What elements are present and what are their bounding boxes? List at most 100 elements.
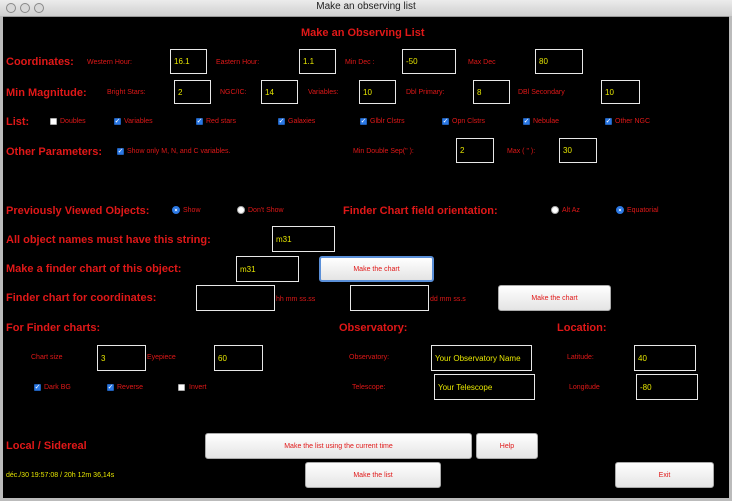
make-list-button[interactable]: Make the list [305, 462, 441, 488]
bright-stars-input[interactable]: 2 [174, 80, 211, 104]
galaxies-checkbox[interactable] [278, 118, 285, 125]
local-sidereal-label: Local / Sidereal [6, 440, 87, 452]
window-edge-right [729, 16, 732, 501]
only-mnc-checkbox[interactable] [117, 148, 124, 155]
finder-dec-input[interactable] [350, 285, 429, 311]
finder-object-label: Make a finder chart of this object: [6, 263, 182, 275]
ra-format-hint: hh mm ss.ss [276, 296, 316, 303]
invert-checkbox[interactable] [178, 384, 185, 391]
equatorial-label: Equatorial [627, 207, 659, 214]
max-dec-label: Max Dec [468, 59, 496, 66]
max-sep-label: Max ( " ): [507, 148, 536, 155]
zoom-window-icon[interactable] [34, 3, 44, 13]
make-chart-object-button[interactable]: Make the chart [319, 256, 434, 282]
observatory-name-label: Observatory: [349, 354, 390, 361]
show-viewed-radio[interactable] [172, 206, 180, 214]
page-title: Make an Observing List [301, 27, 425, 39]
nebulae-checkbox[interactable] [523, 118, 530, 125]
observatory-name-input[interactable]: Your Observatory Name [431, 345, 532, 371]
dont-show-viewed-label: Don't Show [248, 207, 284, 214]
latitude-label: Latitude: [567, 354, 594, 361]
eastern-hour-label: Eastern Hour: [216, 59, 260, 66]
window-edge-bottom [0, 498, 732, 501]
eastern-hour-input[interactable]: 1.1 [299, 49, 336, 74]
doubles-label: Doubles [60, 118, 86, 125]
finder-ra-input[interactable] [196, 285, 275, 311]
show-viewed-label: Show [183, 207, 201, 214]
min-double-sep-input[interactable]: 2 [456, 138, 494, 163]
other-parameters-label: Other Parameters: [6, 146, 102, 158]
latitude-input[interactable]: 40 [634, 345, 696, 371]
globular-clusters-label: Glblr Clstrs [370, 118, 405, 125]
western-hour-label: Western Hour: [87, 59, 132, 66]
finder-object-input[interactable]: m31 [236, 256, 299, 282]
observatory-section-label: Observatory: [339, 322, 408, 334]
nebulae-label: Nebulae [533, 118, 560, 125]
help-button[interactable]: Help [476, 433, 538, 459]
ngc-ic-input[interactable]: 14 [261, 80, 298, 104]
dont-show-viewed-radio[interactable] [237, 206, 245, 214]
dark-bg-checkbox[interactable] [34, 384, 41, 391]
altaz-radio[interactable] [551, 206, 559, 214]
variables-mag-label: Variables: [308, 89, 339, 96]
telescope-label: Telescope: [352, 384, 386, 391]
dec-format-hint: dd mm ss.s [430, 296, 466, 303]
location-section-label: Location: [557, 322, 607, 334]
bright-stars-label: Bright Stars: [107, 89, 146, 96]
other-ngc-label: Other NGC [615, 118, 651, 125]
make-list-now-button[interactable]: Make the list using the current time [205, 433, 472, 459]
invert-label: Invert [189, 384, 207, 391]
name-filter-label: All object names must have this string: [6, 234, 211, 246]
previously-viewed-label: Previously Viewed Objects: [6, 205, 150, 217]
longitude-label: Longitude [569, 384, 600, 391]
chart-size-label: Chart size [31, 354, 63, 361]
red-stars-label: Red stars [206, 118, 236, 125]
galaxies-label: Galaxies [288, 118, 316, 125]
reverse-checkbox[interactable] [107, 384, 114, 391]
close-window-icon[interactable] [6, 3, 16, 13]
exit-button[interactable]: Exit [615, 462, 714, 488]
longitude-input[interactable]: -80 [636, 374, 698, 400]
minimize-window-icon[interactable] [20, 3, 30, 13]
globular-clusters-checkbox[interactable] [360, 118, 367, 125]
name-filter-input[interactable]: m31 [272, 226, 335, 252]
variables-checkbox[interactable] [114, 118, 121, 125]
make-chart-coords-button[interactable]: Make the chart [498, 285, 611, 311]
max-dec-input[interactable]: 80 [535, 49, 583, 74]
altaz-label: Alt Az [562, 207, 580, 214]
variables-mag-input[interactable]: 10 [359, 80, 396, 104]
open-clusters-checkbox[interactable] [442, 118, 449, 125]
dbl-secondary-label: DBl Secondary [518, 89, 565, 96]
window-titlebar: Make an observing list [0, 0, 732, 17]
dbl-secondary-input[interactable]: 10 [601, 80, 640, 104]
ngc-ic-label: NGC/IC: [220, 89, 247, 96]
min-dec-label: Min Dec : [345, 59, 375, 66]
eyepiece-input[interactable]: 60 [214, 345, 263, 371]
reverse-label: Reverse [117, 384, 144, 391]
min-magnitude-label: Min Magnitude: [6, 87, 87, 99]
doubles-checkbox[interactable] [50, 118, 57, 125]
finder-settings-label: For Finder charts: [6, 322, 101, 334]
window-edge-left [0, 16, 3, 501]
coordinates-label: Coordinates: [6, 56, 74, 68]
variables-label: Variables [124, 118, 153, 125]
dbl-primary-input[interactable]: 8 [473, 80, 510, 104]
time-readout: déc./30 19:57:08 / 20h 12m 36,14s [6, 472, 115, 479]
red-stars-checkbox[interactable] [196, 118, 203, 125]
window-title: Make an observing list [316, 1, 416, 12]
dark-bg-label: Dark BG [44, 384, 71, 391]
telescope-input[interactable]: Your Telescope [434, 374, 535, 400]
min-dec-input[interactable]: -50 [402, 49, 456, 74]
eyepiece-label: Eyepiece [147, 354, 176, 361]
finder-orientation-label: Finder Chart field orientation: [343, 205, 498, 217]
chart-size-input[interactable]: 3 [97, 345, 146, 371]
open-clusters-label: Opn Clstrs [452, 118, 486, 125]
only-mnc-label: Show only M, N, and C variables. [127, 148, 231, 155]
min-double-sep-label: Min Double Sep(" ): [353, 148, 414, 155]
list-label: List: [6, 116, 30, 128]
western-hour-input[interactable]: 16.1 [170, 49, 207, 74]
equatorial-radio[interactable] [616, 206, 624, 214]
other-ngc-checkbox[interactable] [605, 118, 612, 125]
max-sep-input[interactable]: 30 [559, 138, 597, 163]
finder-coords-label: Finder chart for coordinates: [6, 292, 157, 304]
